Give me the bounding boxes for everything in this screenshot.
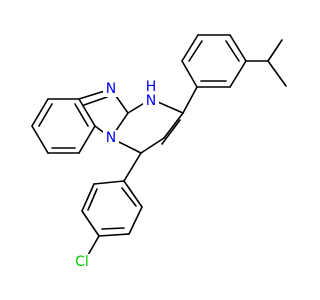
atom-label-n-top: N [103,81,119,97]
molecule-canvas: N N H N Cl [31,34,287,270]
nitrogen-label-bridge: N [106,130,116,146]
hydrogen-label-nh: H [146,79,157,95]
nitrogen-label-top: N [106,81,116,97]
benzo-ring [31,98,96,154]
nitrogen-label-nh: N [146,93,156,109]
atom-label-nh: N H [143,79,159,111]
chlorophenyl-ring [81,152,143,263]
atom-label-cl: Cl [70,254,96,270]
chlorine-label: Cl [75,254,89,270]
isopropylphenyl-ring [181,34,287,114]
atom-label-n-bridge: N [103,130,119,146]
structure-diagram: N N H N Cl [31,34,287,270]
